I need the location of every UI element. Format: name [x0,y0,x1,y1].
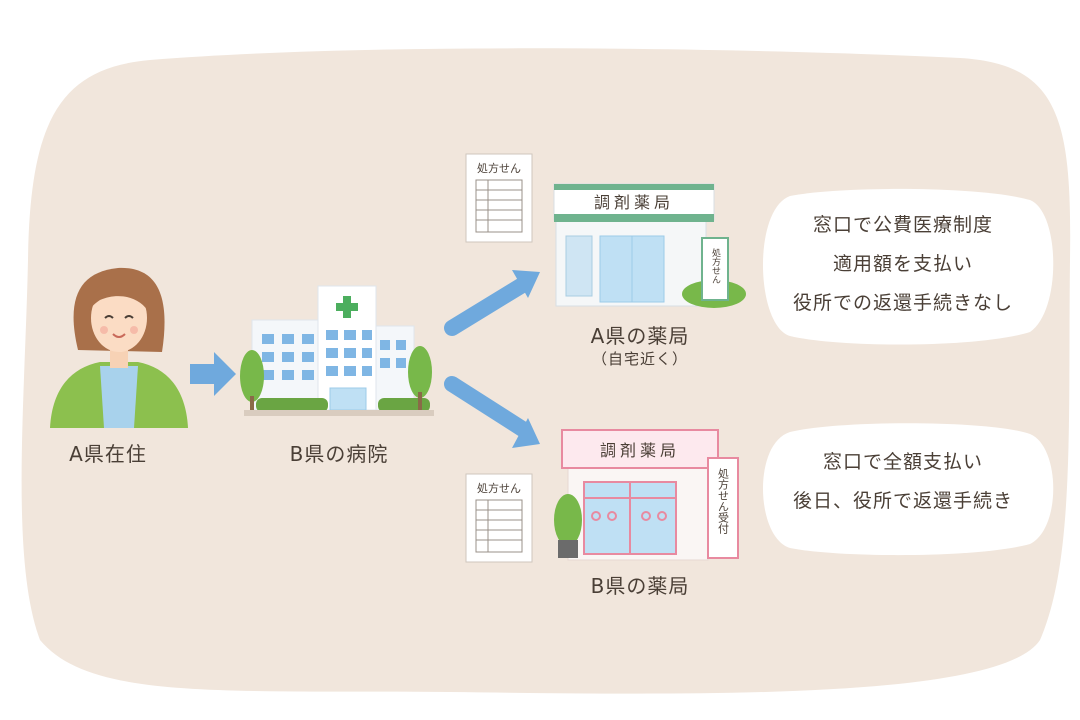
pharmacy-a-stand-text: 処方せん [710,247,721,284]
pharmacy-a-label: A県の薬局 [590,324,690,348]
note-b-line-2: 後日、役所で返還手続き [792,490,1013,512]
note-a: 窓口で公費医療制度 適用額を支払い 役所での返還手続きなし [768,206,1038,323]
background-blob [21,48,1071,694]
pharmacy-b-stand-text: 処方せん受付 [717,468,730,535]
pharmacy-b-illustration: 調剤薬局 処方せん受付 [554,429,739,561]
pharmacy-b-sign: 調剤薬局 [600,441,680,460]
pharmacy-a-sublabel: （自宅近く） [591,350,689,368]
note-bubble-a [762,188,1054,345]
prescription-paper-a: 処方せん [465,153,533,243]
person-illustration [50,267,188,428]
note-b-line-1: 窓口で全額支払い [822,451,983,473]
note-b: 窓口で全額支払い 後日、役所で返還手続き [768,443,1038,521]
note-a-line-3: 役所での返還手続きなし [792,292,1013,314]
note-a-line-2: 適用額を支払い [832,253,973,275]
prescription-title-a: 処方せん [477,161,521,175]
arrow-to-hospital [190,352,236,396]
note-bubble-b [762,423,1054,556]
arrow-to-pharmacy-a [444,270,540,336]
prescription-title-b: 処方せん [477,481,521,495]
arrow-to-pharmacy-b [444,376,540,448]
prescription-paper-b: 処方せん [465,473,533,563]
pharmacy-b-label: B県の薬局 [590,574,690,598]
pharmacy-a-illustration: 調剤薬局 処方せん [553,183,746,308]
pharmacy-a-sign: 調剤薬局 [594,193,674,212]
person-label: A県在住 [69,442,147,466]
hospital-label: B県の病院 [289,442,389,466]
hospital-illustration [240,285,434,416]
note-a-line-1: 窓口で公費医療制度 [812,214,993,236]
